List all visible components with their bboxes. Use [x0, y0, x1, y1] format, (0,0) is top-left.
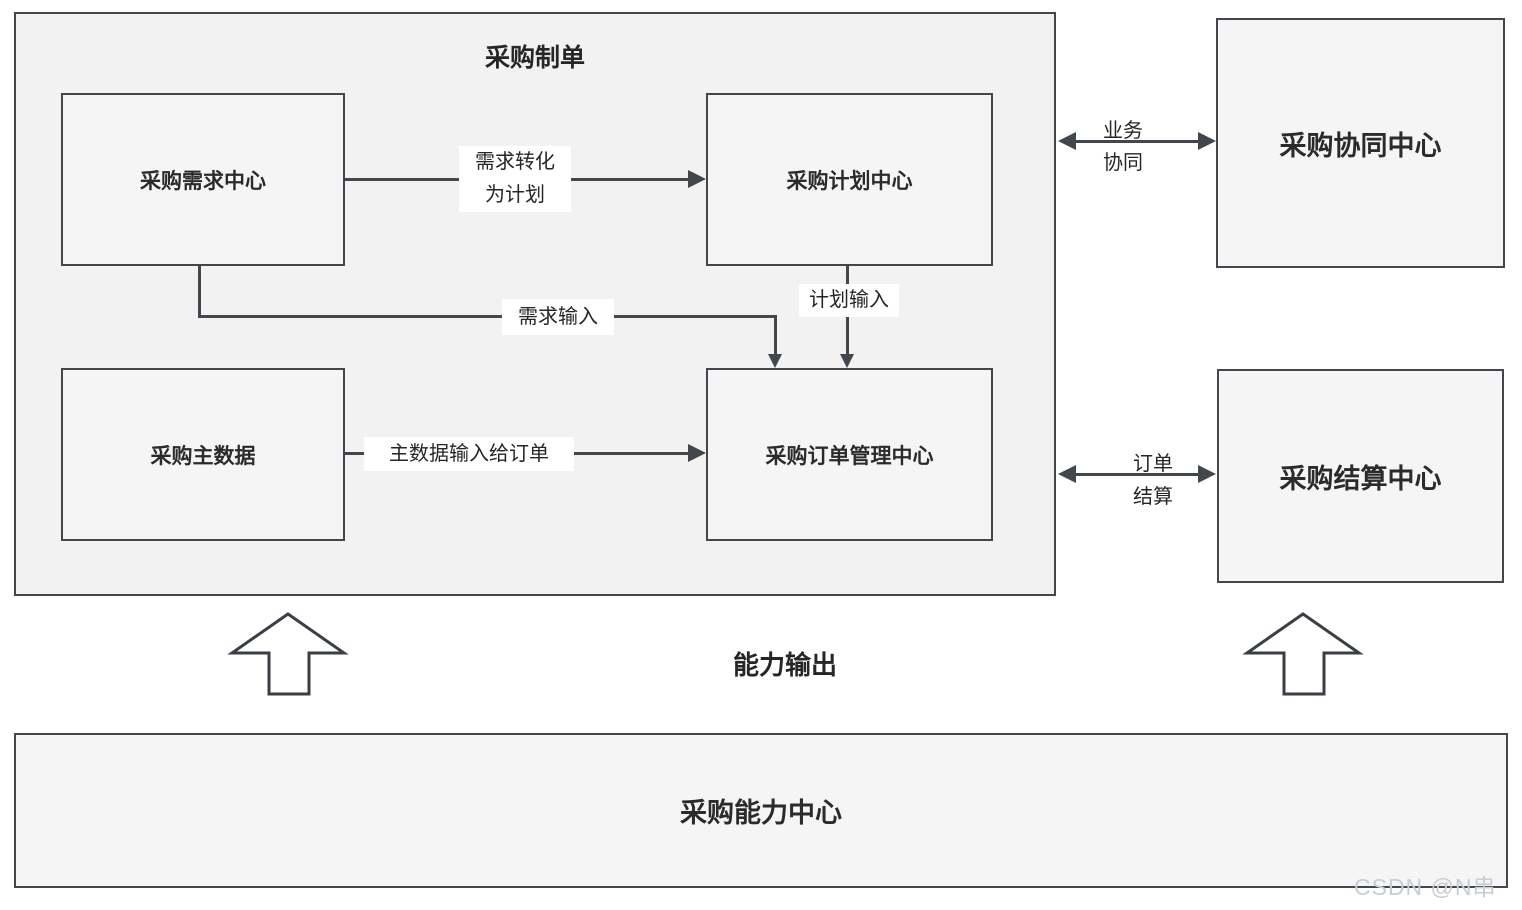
- node-order-management-center: 采购订单管理中心: [706, 368, 993, 541]
- edge-demand-to-plan-label: 需求转化 为计划: [459, 146, 571, 212]
- node-capability-center-label: 采购能力中心: [680, 798, 842, 828]
- node-plan-center-label: 采购计划中心: [786, 169, 913, 193]
- node-settlement-center: 采购结算中心: [1217, 369, 1504, 583]
- node-order-management-center-label: 采购订单管理中心: [765, 444, 934, 468]
- node-collaboration-center-label: 采购协同中心: [1279, 130, 1442, 161]
- node-settlement-center-label: 采购结算中心: [1279, 463, 1442, 494]
- node-demand-center: 采购需求中心: [61, 93, 345, 266]
- edge-biz-collab-line: [1072, 140, 1200, 143]
- edge-demand-to-order-segment-into: [774, 315, 777, 356]
- edge-order-settle-label-line2: 结算: [1133, 486, 1173, 508]
- arrowhead-left-icon: [1058, 465, 1076, 483]
- node-demand-center-label: 采购需求中心: [140, 169, 266, 193]
- edge-demand-to-plan-label-line2: 为计划: [485, 184, 545, 206]
- edge-order-settle-label-line1: 订单: [1133, 453, 1173, 475]
- arrowhead-down-icon: [840, 354, 854, 368]
- node-collaboration-center: 采购协同中心: [1216, 18, 1505, 268]
- group-title: 采购制单: [484, 44, 585, 72]
- node-plan-center: 采购计划中心: [706, 93, 993, 266]
- arrowhead-right-icon: [1198, 132, 1216, 150]
- node-master-data: 采购主数据: [61, 368, 345, 541]
- edge-master-to-order-label: 主数据输入给订单: [364, 437, 574, 471]
- edge-biz-collab-label-line1: 业务: [1103, 120, 1143, 142]
- edge-demand-to-order-segment-down: [198, 265, 201, 318]
- edge-demand-to-order-segment-across: [198, 315, 777, 318]
- block-up-arrow-icon: [1242, 612, 1364, 696]
- watermark-text: CSDN @N串: [1354, 874, 1497, 900]
- edge-biz-collab-label-line2: 协同: [1103, 152, 1143, 174]
- arrowhead-right-icon: [688, 170, 706, 188]
- arrowhead-right-icon: [688, 444, 706, 462]
- capability-output-caption: 能力输出: [732, 650, 837, 680]
- edge-demand-to-plan-label-line1: 需求转化: [475, 151, 555, 173]
- node-capability-center: 采购能力中心: [14, 733, 1508, 888]
- arrowhead-down-icon: [768, 354, 782, 368]
- block-up-arrow-icon: [227, 612, 349, 696]
- edge-plan-to-order-label: 计划输入: [799, 284, 899, 317]
- edge-order-settle-line: [1072, 473, 1200, 476]
- edge-demand-to-order-label: 需求输入: [502, 299, 614, 335]
- arrowhead-right-icon: [1198, 465, 1216, 483]
- node-master-data-label: 采购主数据: [150, 444, 256, 468]
- arrowhead-left-icon: [1058, 132, 1076, 150]
